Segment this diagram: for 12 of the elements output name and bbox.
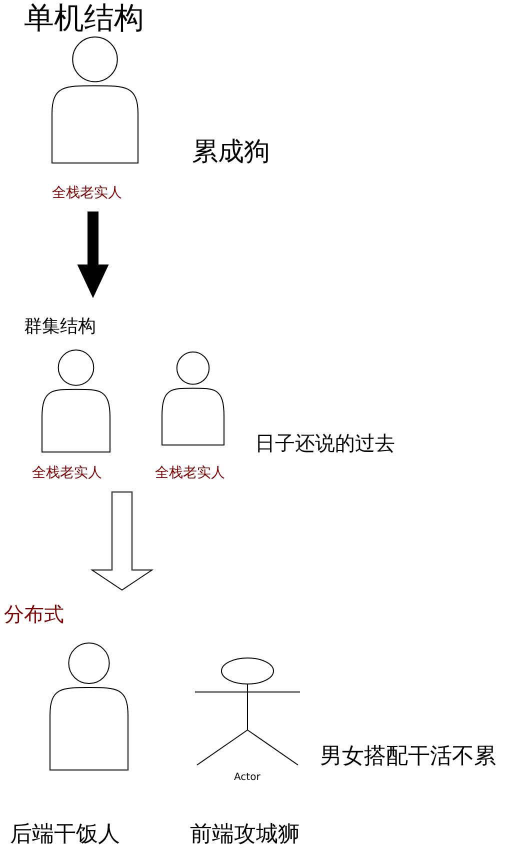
note-text: 男女搭配干活不累	[320, 744, 496, 770]
node-label: Actor	[234, 772, 260, 784]
node-label: 全栈老实人	[32, 465, 102, 482]
node-label: 前端攻城狮	[190, 822, 300, 848]
note-text: 日子还说的过去	[255, 432, 395, 455]
note-text: 累成狗	[192, 138, 270, 168]
node-label: 全栈老实人	[52, 185, 122, 202]
heading: 群集结构	[24, 317, 96, 338]
heading: 单机结构	[24, 2, 144, 36]
node-label: 后端干饭人	[10, 822, 120, 848]
heading: 分布式	[4, 603, 64, 626]
node-label: 全栈老实人	[155, 465, 225, 482]
